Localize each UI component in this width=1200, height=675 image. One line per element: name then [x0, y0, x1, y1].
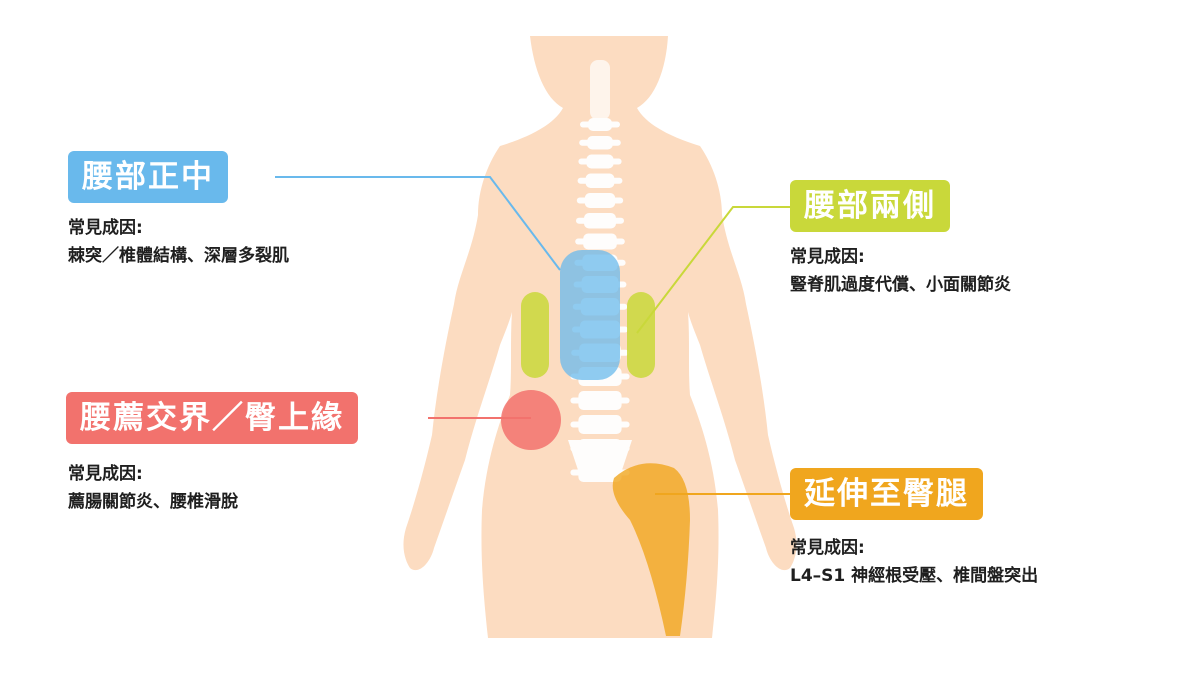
cause-label-buttock: 常見成因: [790, 538, 865, 558]
cause-label-si-joint: 常見成因: [68, 464, 143, 484]
region-title-center: 腰部正中 [68, 151, 228, 203]
connector-center [275, 176, 561, 271]
cause-label-sides: 常見成因: [790, 247, 865, 267]
cause-label-center: 常見成因: [68, 218, 143, 238]
cause-block-si-joint: 常見成因: 薦腸關節炎、腰椎滑脫 [68, 460, 238, 516]
region-si-joint-marker [501, 390, 561, 450]
vertebra-process [577, 177, 623, 184]
region-title-sides: 腰部兩側 [790, 180, 950, 232]
vertebra-process [578, 158, 622, 165]
region-title-si-joint: 腰薦交界／臀上緣 [66, 392, 358, 444]
cause-text-sides: 豎脊肌過度代償、小面關節炎 [790, 275, 1011, 295]
vertebra-process [575, 238, 625, 245]
vertebra-process [579, 139, 621, 146]
region-side-left-marker [521, 292, 549, 378]
spine-cervical [590, 60, 610, 120]
vertebra-process [570, 397, 630, 404]
region-center-marker [560, 250, 620, 380]
vertebra-process [576, 197, 624, 204]
region-title-buttock: 延伸至臀腿 [790, 468, 983, 520]
cause-block-center: 常見成因: 棘突／椎體結構、深層多裂肌 [68, 214, 289, 270]
vertebra-process [576, 217, 624, 224]
region-side-right-marker [627, 292, 655, 378]
vertebra-process [570, 421, 630, 428]
vertebra-process [580, 121, 620, 128]
cause-text-center: 棘突／椎體結構、深層多裂肌 [68, 246, 289, 266]
cause-block-buttock: 常見成因: L4–S1 神經根受壓、椎間盤突出 [790, 534, 1038, 590]
connector-sides [636, 206, 790, 334]
cause-text-buttock: L4–S1 神經根受壓、椎間盤突出 [790, 566, 1039, 586]
cause-block-sides: 常見成因: 豎脊肌過度代償、小面關節炎 [790, 243, 1011, 299]
region-buttock-leg-marker [612, 463, 690, 636]
cause-text-si-joint: 薦腸關節炎、腰椎滑脫 [68, 492, 238, 512]
sacrum [568, 440, 632, 480]
